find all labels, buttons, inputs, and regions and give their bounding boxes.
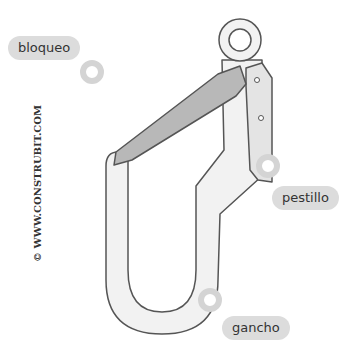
part-label: bloqueo <box>8 36 80 60</box>
eye-hole <box>229 29 251 51</box>
rivet <box>255 78 260 83</box>
part-label: pestillo <box>272 186 339 210</box>
watermark: © WWW.CONSTRUBIT.COM <box>32 105 43 262</box>
eye-ring <box>219 19 261 61</box>
bloqueo-gate <box>114 66 246 165</box>
callout-ring <box>83 63 101 81</box>
callout-ring <box>259 157 277 175</box>
callout-ring <box>201 291 219 309</box>
rivet <box>259 116 264 121</box>
part-label: gancho <box>222 316 290 340</box>
hook-body <box>106 60 262 334</box>
